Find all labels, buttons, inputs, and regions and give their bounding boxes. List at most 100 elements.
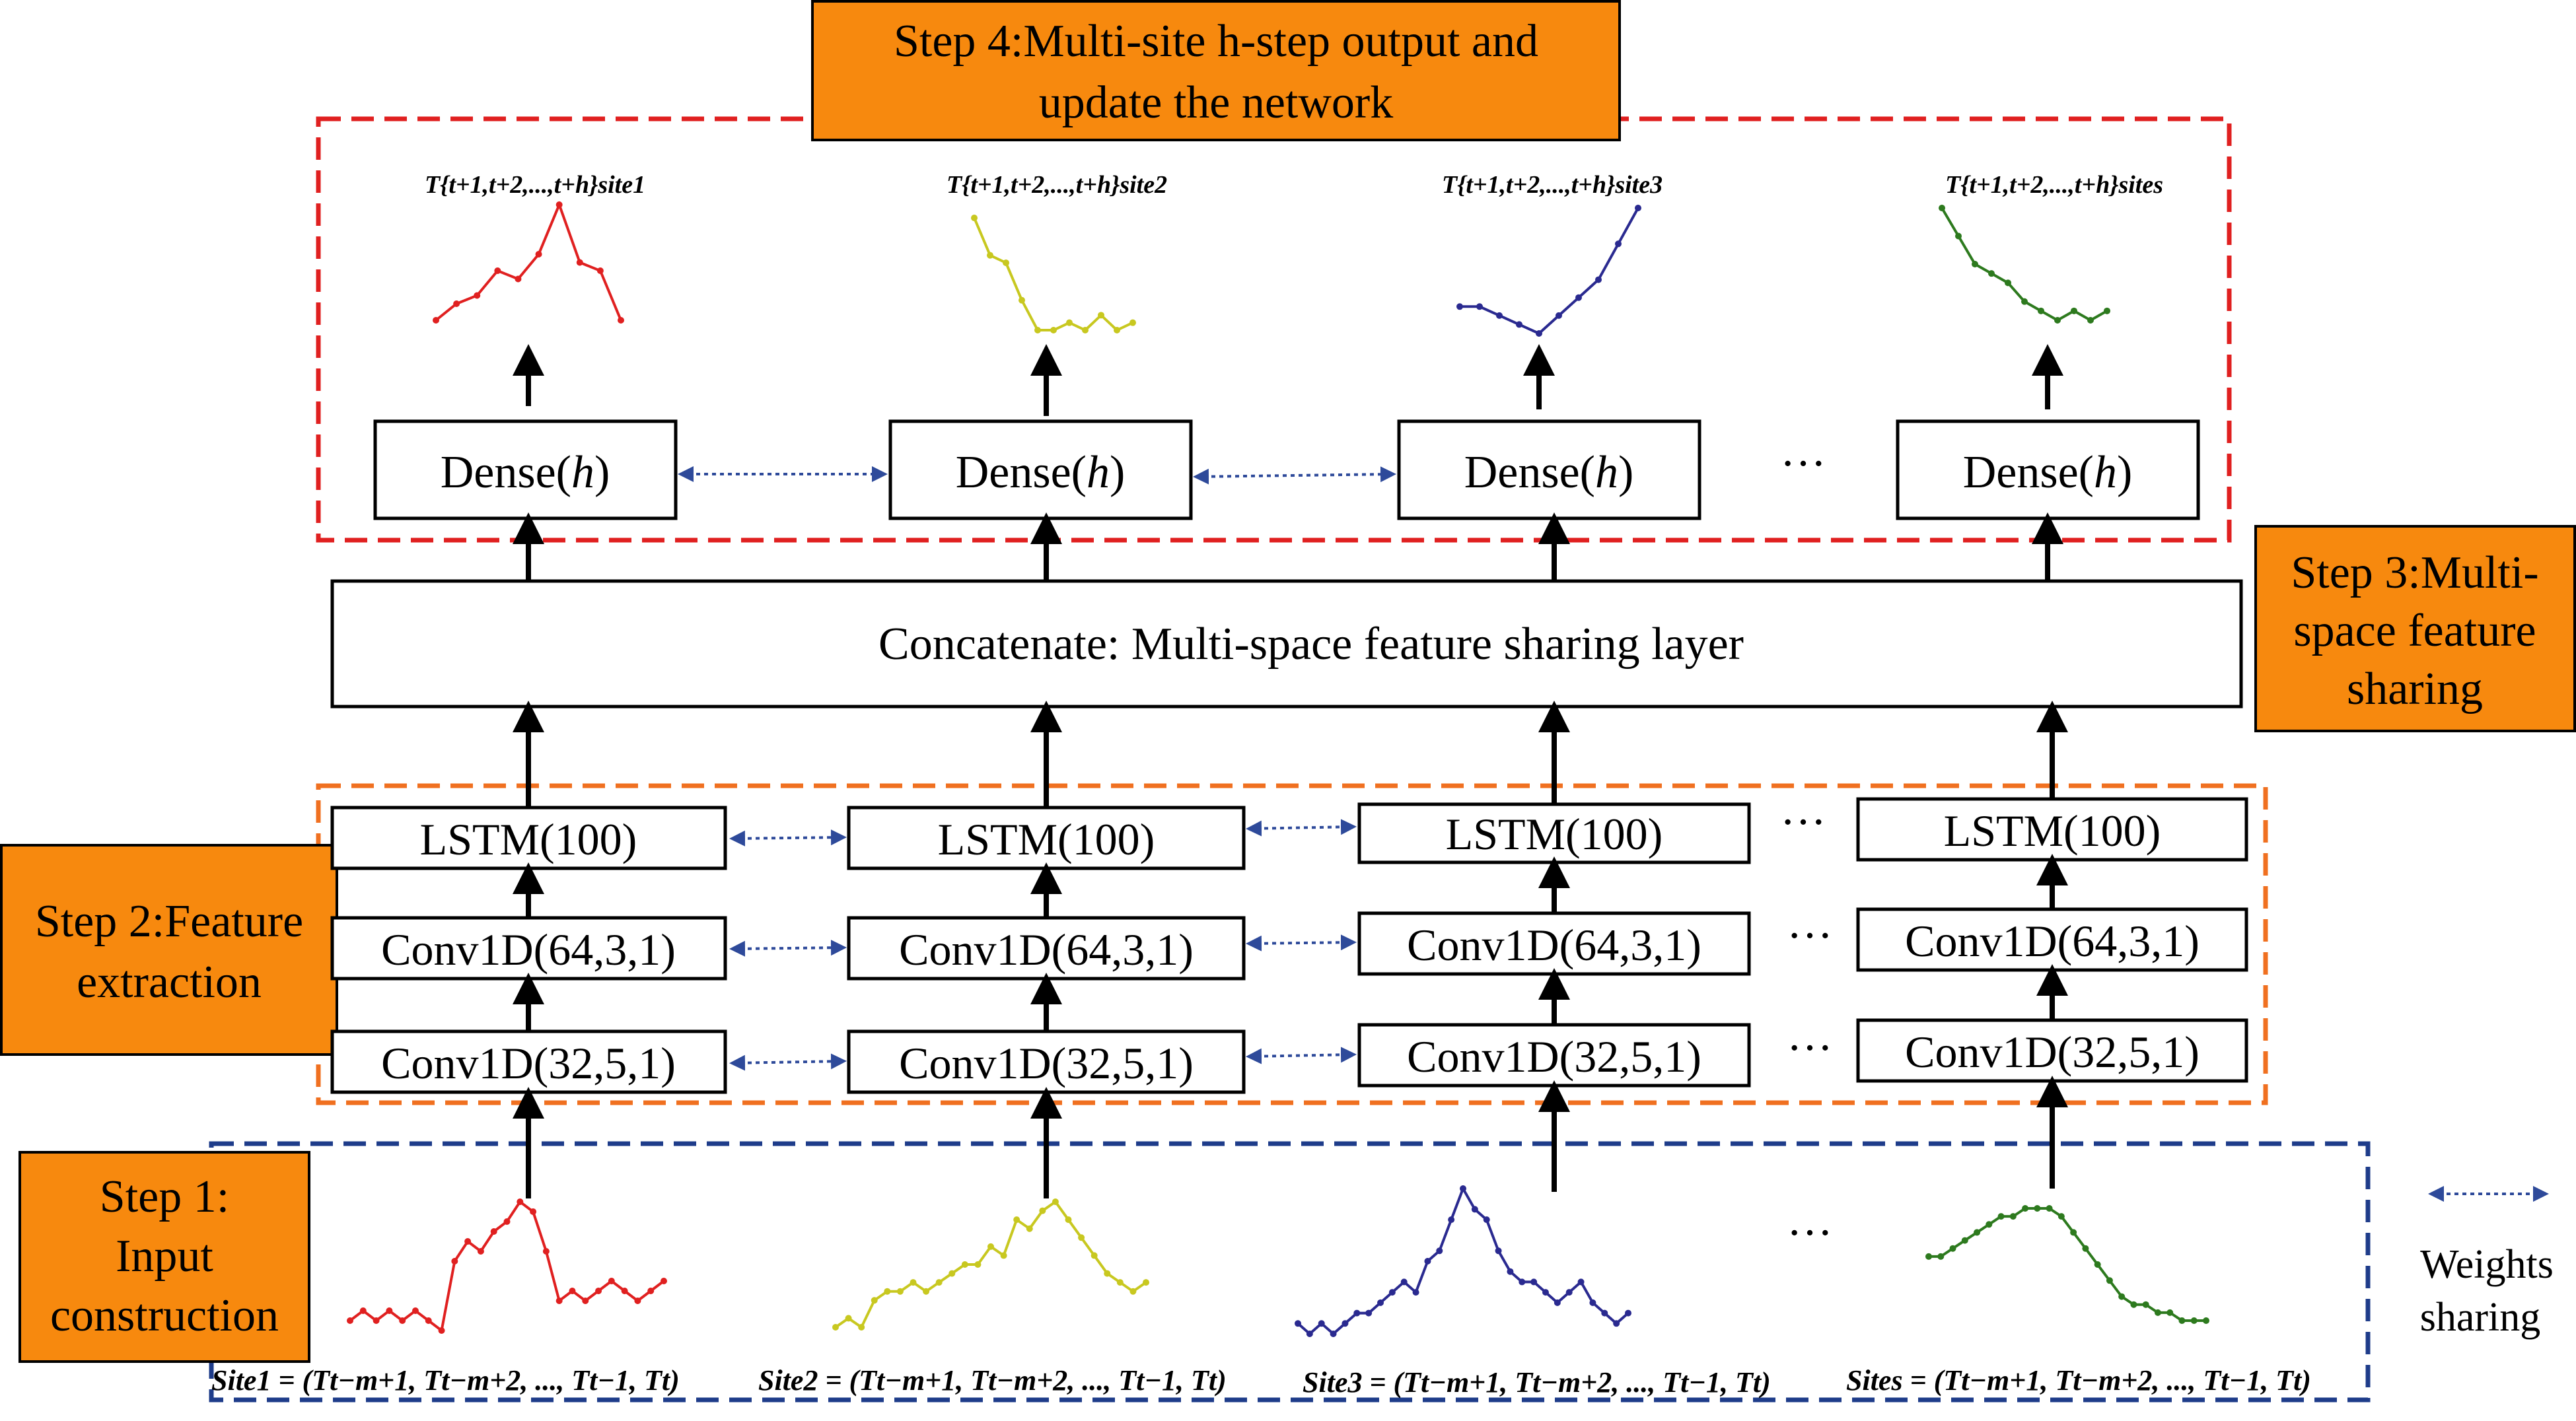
input-point-2-10 [948,1270,956,1277]
concatenate-layer: Concatenate: Multi-space feature sharing… [330,579,2243,709]
svg-text:Step 2:Feature: Step 2:Feature [35,896,303,947]
input-point-2-2 [845,1315,852,1322]
output-point-2-6 [1050,327,1057,333]
input-point-4-21 [2166,1309,2174,1316]
input-point-3-19 [1507,1268,1514,1275]
output-point-4-1 [1939,205,1945,211]
lstm-box-4: LSTM(100) [1856,797,2248,862]
input-point-4-8 [2009,1213,2017,1220]
input-point-3-11 [1412,1289,1419,1296]
output-point-2-9 [1098,312,1104,319]
svg-text:Concatenate: Multi-space featu: Concatenate: Multi-space feature sharing… [878,619,1744,670]
output-point-1-10 [618,317,624,324]
input-point-2-11 [961,1261,968,1268]
svg-text:Weights: Weights [2420,1242,2554,1287]
step4-frame [316,116,2232,543]
svg-text:space feature: space feature [2293,606,2536,656]
lstm-box-2: LSTM(100) [847,806,1246,870]
input-point-4-14 [2082,1245,2089,1252]
input-point-2-12 [974,1261,982,1268]
input-label-4: Sites = (Tt−m+1, Tt−m+2, ..., Tt−1, Tt) [1846,1364,2311,1397]
input-point-2-7 [910,1279,917,1286]
legend: Weights sharing [2420,1242,2554,1340]
input-point-4-16 [2106,1277,2113,1284]
input-point-3-23 [1554,1299,1561,1306]
input-point-1-13 [503,1218,511,1225]
output-point-3-1 [1456,303,1463,310]
input-point-2-8 [923,1288,930,1295]
input-point-3-29 [1625,1309,1631,1317]
lstm-box-1: LSTM(100) [330,806,727,870]
output-point-2-11 [1129,319,1136,326]
output-point-1-5 [515,275,522,283]
output-point-3-6 [1556,312,1562,319]
output-point-2-4 [1019,296,1025,304]
input-point-1-1 [347,1317,353,1324]
svg-text:Conv1D(32,5,1): Conv1D(32,5,1) [1905,1027,2200,1077]
output-point-1-8 [576,259,583,266]
step3-label: Step 3:Multi- space feature sharing [2254,525,2576,732]
input-point-2-23 [1116,1279,1124,1286]
input-point-4-9 [2022,1205,2029,1212]
ellipsis-marks: ··· ··· ··· ··· ··· [1780,438,1833,1259]
input-point-4-2 [1937,1253,1945,1260]
output-point-4-9 [2071,307,2077,314]
svg-text:···: ··· [1787,911,1833,961]
output-point-4-8 [2054,317,2061,324]
input-point-1-8 [438,1327,445,1334]
svg-text:LSTM(100): LSTM(100) [1446,809,1663,859]
step1-label: Step 1: Input construction [18,1151,310,1363]
input-point-3-8 [1377,1299,1384,1306]
step4-label: Step 4:Multi-site h-step output and upda… [811,0,1621,141]
input-point-1-5 [399,1317,406,1324]
input-point-1-10 [464,1238,472,1245]
output-point-1-7 [555,201,563,208]
input-point-3-6 [1353,1309,1361,1317]
conv32-box-2: Conv1D(32,5,1) [847,1029,1246,1094]
input-point-3-17 [1483,1216,1490,1224]
dense-box-1: Dense(h) [373,419,678,520]
input-point-4-11 [2046,1205,2053,1212]
input-point-3-28 [1613,1320,1620,1327]
input-point-1-15 [530,1208,537,1215]
input-point-4-17 [2118,1293,2126,1300]
input-point-3-3 [1318,1320,1325,1327]
output-point-3-5 [1536,330,1542,337]
input-point-2-24 [1129,1288,1137,1295]
lstm-box-3: LSTM(100) [1357,802,1751,864]
input-point-4-10 [2034,1205,2041,1212]
input-point-3-1 [1295,1320,1301,1327]
conv64-box-2: Conv1D(64,3,1) [847,916,1246,981]
svg-text:Conv1D(64,3,1): Conv1D(64,3,1) [381,924,676,975]
output-point-1-1 [433,317,439,324]
input-point-4-20 [2154,1309,2161,1316]
output-point-2-7 [1066,319,1073,326]
input-point-1-23 [634,1298,641,1304]
svg-text:construction: construction [50,1290,279,1341]
input-point-1-22 [621,1288,628,1294]
input-point-3-26 [1589,1299,1596,1306]
output-point-2-2 [987,252,993,259]
conv64-box-4: Conv1D(64,3,1) [1856,907,2248,972]
svg-text:Dense(h): Dense(h) [441,447,610,498]
svg-text:···: ··· [1780,438,1826,489]
svg-text:···: ··· [1787,1208,1833,1259]
input-point-1-24 [647,1288,655,1294]
input-point-4-24 [2203,1317,2209,1324]
input-point-3-12 [1424,1258,1431,1265]
input-point-2-21 [1091,1252,1098,1259]
input-point-3-21 [1530,1278,1538,1286]
output-point-4-3 [1972,261,1978,267]
output-point-3-3 [1496,312,1503,319]
output-label-2: T{t+1,t+2,...,t+h}site2 [947,171,1167,199]
input-point-1-19 [582,1298,589,1304]
output-series-3 [1460,207,1639,335]
svg-text:Conv1D(64,3,1): Conv1D(64,3,1) [1905,916,2200,966]
input-point-3-14 [1448,1216,1455,1224]
input-point-2-3 [858,1324,865,1331]
input-point-1-12 [490,1228,497,1235]
input-series-2 [834,1200,1147,1329]
svg-text:Step 1:: Step 1: [100,1171,229,1222]
sparklines [347,201,2209,1337]
input-point-4-3 [1949,1245,1956,1252]
